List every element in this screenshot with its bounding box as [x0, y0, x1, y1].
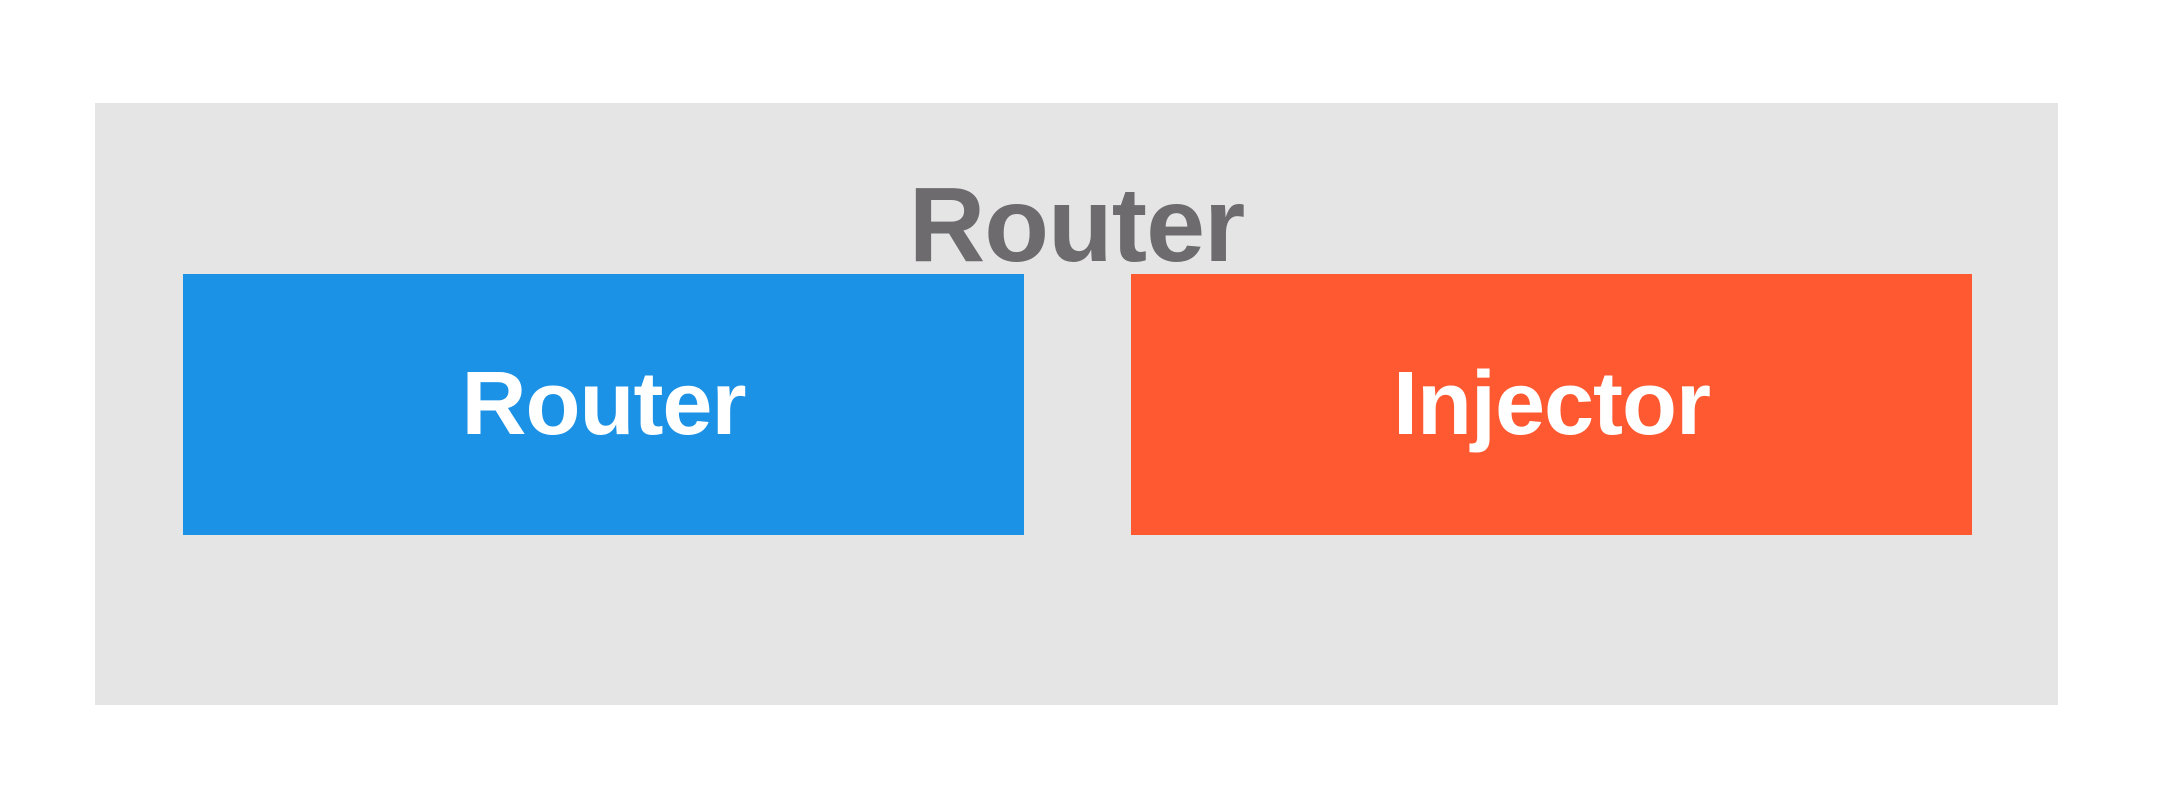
injector-box: Injector [1131, 274, 1972, 535]
router-box: Router [183, 274, 1024, 535]
router-box-label: Router [461, 354, 747, 454]
injector-box-label: Injector [1392, 354, 1711, 454]
container-title: Router [908, 166, 1246, 284]
